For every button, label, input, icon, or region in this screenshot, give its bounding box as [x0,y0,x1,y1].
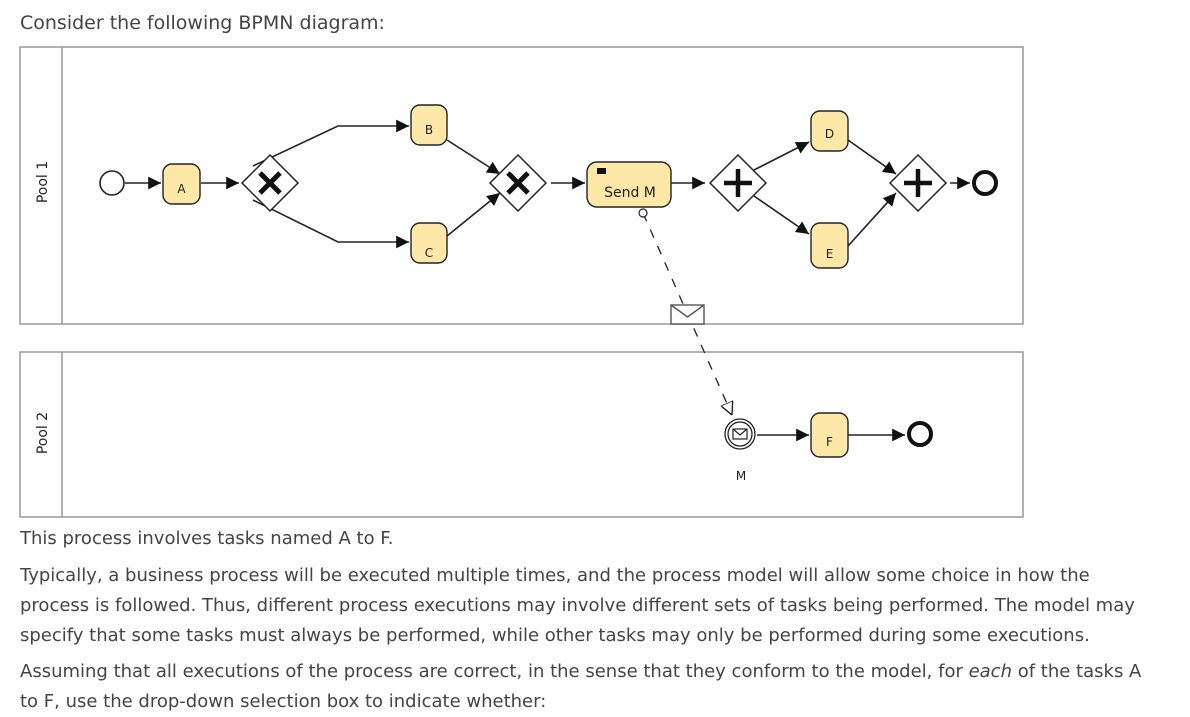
message-envelope-icon [670,304,705,325]
task-d: D [810,110,849,152]
pool-2-label: Pool 2 [35,412,51,454]
send-envelope-icon [597,168,606,174]
task-f-label: F [826,435,833,449]
task-send-m-label: Send M [604,185,656,201]
message-event-label: M [736,469,746,483]
parallel-gateway-split [708,153,768,213]
instructions-text-after: of the tasks A to F, use the drop-down s… [20,661,1142,712]
exclusive-gateway-split [240,153,300,213]
paragraph-executions: Typically, a business process will be ex… [20,565,1135,646]
task-e-label: E [826,247,834,261]
start-event-pool-1 [99,170,125,196]
paragraph-instructions: Assuming that all executions of the proc… [20,657,1150,717]
task-c: C [410,222,448,264]
task-b-label: B [425,123,433,137]
envelope-icon [732,428,748,440]
instructions-text-before: Assuming that all executions of the proc… [20,661,969,682]
pool-1-label: Pool 1 [35,161,51,203]
task-f: F [810,412,849,458]
message-start-event-m [724,418,756,450]
instructions-emphasis: each [968,661,1012,682]
end-event-pool-2 [907,421,933,447]
bpmn-diagram: Pool 1 Pool 2 [19,46,1024,518]
task-d-label: D [825,127,834,141]
end-event-pool-1 [972,170,998,196]
task-b: B [410,104,448,146]
task-e: E [810,222,849,269]
sequence-flows-pool-1 [125,119,970,249]
exclusive-gateway-join [488,153,548,213]
task-a-label: A [177,182,186,196]
parallel-gateway-join [888,153,948,213]
task-c-label: C [425,246,433,260]
task-send-m: Send M [586,161,672,208]
intro-text: Consider the following BPMN diagram: [20,12,385,34]
message-flow [638,208,732,415]
task-a: A [162,163,201,205]
paragraph-tasks: This process involves tasks named A to F… [20,528,394,549]
